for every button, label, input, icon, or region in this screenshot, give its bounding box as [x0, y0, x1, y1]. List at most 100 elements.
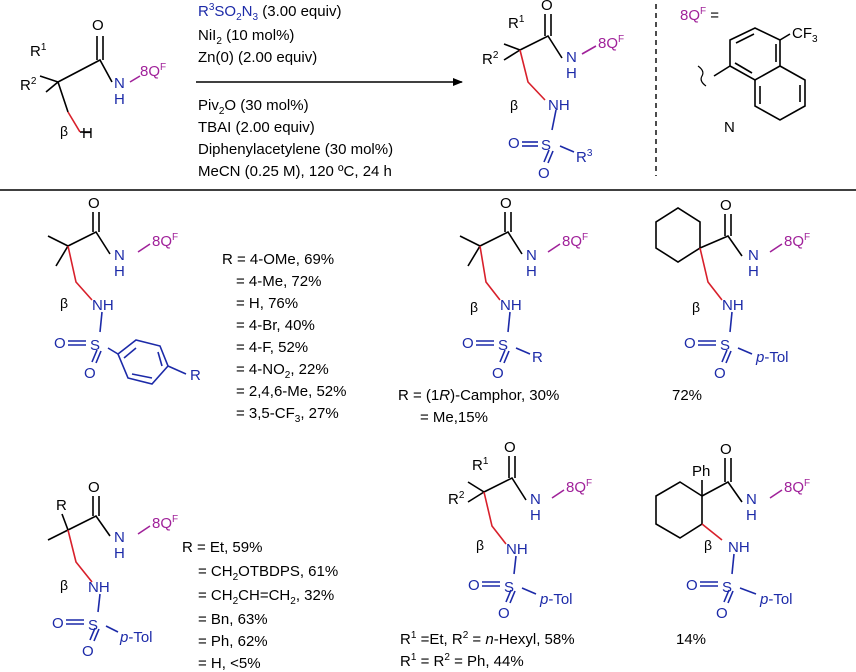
ex1-sulfonyl-o2: O [84, 365, 96, 382]
ex2-sulfur: S [498, 337, 508, 354]
reaction-solvent-temp: MeCN (0.25 M), 120 ºC, 24 h [198, 163, 392, 180]
reactant-aux-label: 8QF [140, 62, 166, 80]
reactant-r2-label: R2 [20, 76, 37, 94]
ex1-nh: NH [92, 297, 114, 314]
product-r2-label: R2 [482, 50, 499, 68]
ex1-row-4: = 4-Br, 40% [236, 317, 315, 334]
ex3-carbonyl-o: O [720, 197, 732, 214]
ex4-carbonyl-o: O [88, 479, 100, 496]
product-r1-label: R1 [508, 14, 525, 32]
ex3-amide-h: H [748, 263, 759, 280]
example-alkyl-sulfonyl: O N H 8QF β NH O S O R [459, 195, 588, 382]
ex3-sulfonyl-o2: O [714, 365, 726, 382]
conditions-bottom: Piv2O (30 mol%) TBAI (2.00 equiv) Diphen… [198, 97, 393, 180]
ex1-row-1: R = 4-OMe, 69% [222, 251, 334, 268]
reagent-diphenylacetylene: Diphenylacetylene (30 mol%) [198, 141, 393, 158]
product-beta-label: β [510, 97, 518, 113]
ex2-beta-label: β [470, 299, 478, 315]
ex2-nh: NH [500, 297, 522, 314]
ex3-nh: NH [722, 297, 744, 314]
ex6-sulfonyl-o2: O [716, 605, 728, 622]
ex4-amide-h: H [114, 545, 125, 562]
ex1-row-2: = 4-Me, 72% [236, 273, 321, 290]
ex6-aux-label: 8QF [784, 478, 810, 496]
ex2-sulfonyl-o2: O [492, 365, 504, 382]
ex3-beta-label: β [692, 299, 700, 315]
ex1-substituent-list: R = 4-OMe, 69% = 4-Me, 72% = H, 76% = 4-… [222, 251, 346, 425]
ex1-row-7: = 2,4,6-Me, 52% [236, 383, 346, 400]
product-aux-label: 8QF [598, 34, 624, 52]
ex5-amide-n: N [530, 491, 541, 508]
reactant-amide-n: N [114, 75, 125, 92]
ex3-ptol-label: p-Tol [755, 349, 789, 366]
ex3-amide-n: N [748, 247, 759, 264]
ex6-nh: NH [728, 539, 750, 556]
reagent-zn: Zn(0) (2.00 equiv) [198, 49, 317, 66]
ex1-carbonyl-o: O [88, 195, 100, 212]
ex4-row-6: = H, <5% [198, 655, 261, 672]
ex1-aux-label: 8QF [152, 232, 178, 250]
ex3-sulfonyl-o1: O [684, 335, 696, 352]
ex6-yield: 14% [676, 631, 706, 648]
product-carbonyl-o: O [541, 0, 553, 14]
product-r3-label: R3 [576, 148, 593, 166]
ex4-row-4: = Bn, 63% [198, 611, 268, 628]
ex2-yield-line-1: R = (1R)-Camphor, 30% [398, 387, 559, 404]
reactant-beta-h: H [82, 125, 93, 142]
ex4-row-2: = CH2OTBDPS, 61% [198, 563, 338, 583]
ex6-ptol-label: p-Tol [759, 591, 793, 608]
product-amide-h: H [566, 65, 577, 82]
ex2-carbonyl-o: O [500, 195, 512, 212]
ex2-amide-h: H [526, 263, 537, 280]
ex6-beta-label: β [704, 537, 712, 553]
aux-n-label-bg [722, 114, 736, 132]
ex4-substituent-list: R = Et, 59% = CH2OTBDPS, 61% = CH2CH=CH2… [182, 539, 338, 672]
ex3-sulfur: S [720, 337, 730, 354]
ex6-amide-n: N [746, 491, 757, 508]
ex2-yield-line-2: = Me,15% [420, 409, 488, 426]
product-amide-n: N [566, 49, 577, 66]
example-phenylcyclohexyl: O Ph N H 8QF β NH O S O p-Tol [655, 441, 810, 622]
product-sulfur: S [541, 137, 551, 154]
aux-definition-label: 8QF = [680, 6, 719, 24]
ex1-aryl-r: R [190, 367, 201, 384]
ex3-aux-label: 8QF [784, 232, 810, 250]
ex5-nh: NH [506, 541, 528, 558]
ex1-row-8: = 3,5-CF3, 27% [236, 405, 339, 425]
product-structure: O R1 R2 N H 8QF β NH O S O R3 [482, 0, 624, 182]
reagent-tbai: TBAI (2.00 equiv) [198, 119, 315, 136]
example-r1-r2: O R1 R2 N H 8QF β NH O S O p-Tol [448, 439, 592, 622]
ex4-ptol-label: p-Tol [119, 629, 153, 646]
aux-ring-nitrogen: N [724, 119, 735, 136]
ex4-nh: NH [88, 579, 110, 596]
ex4-sulfonyl-o2: O [82, 643, 94, 660]
ex4-row-5: = Ph, 62% [198, 633, 268, 650]
ex4-row-3: = CH2CH=CH2, 32% [198, 587, 334, 607]
ex5-carbonyl-o: O [504, 439, 516, 456]
ex5-ptol-label: p-Tol [539, 591, 573, 608]
aux-cf3: CF3 [792, 25, 818, 45]
ex4-row-1: R = Et, 59% [182, 539, 262, 556]
ex1-sulfonyl-o1: O [54, 335, 66, 352]
conditions-top: R3SO2N3 (3.00 equiv) NiI2 (10 mol%) Zn(0… [198, 2, 341, 66]
ex5-aux-label: 8QF [566, 478, 592, 496]
ex4-aux-label: 8QF [152, 514, 178, 532]
ex5-beta-label: β [476, 537, 484, 553]
product-sulfonyl-o1: O [508, 135, 520, 152]
ex5-yield-line-1: R1 =Et, R2 = n-Hexyl, 58% [400, 630, 575, 648]
reactant-carbonyl-o: O [92, 17, 104, 34]
ex4-sulfonyl-o1: O [52, 615, 64, 632]
ex6-carbonyl-o: O [720, 441, 732, 458]
reactant-beta-label: β [60, 123, 68, 139]
ex5-sulfonyl-o1: O [468, 577, 480, 594]
auxiliary-definition: 8QF = CF3 N [680, 6, 818, 136]
ex4-sulfur: S [88, 617, 98, 634]
ex5-r1-label: R1 [472, 456, 489, 474]
ex2-aux-label: 8QF [562, 232, 588, 250]
product-sulfonyl-o2: O [538, 165, 550, 182]
reagent-nii2: NiI2 (10 mol%) [198, 27, 294, 47]
example-aryl-sulfonyl: O N H 8QF β NH O S O R [47, 195, 201, 385]
ex4-amide-n: N [114, 529, 125, 546]
ex4-r-label: R [56, 497, 67, 514]
